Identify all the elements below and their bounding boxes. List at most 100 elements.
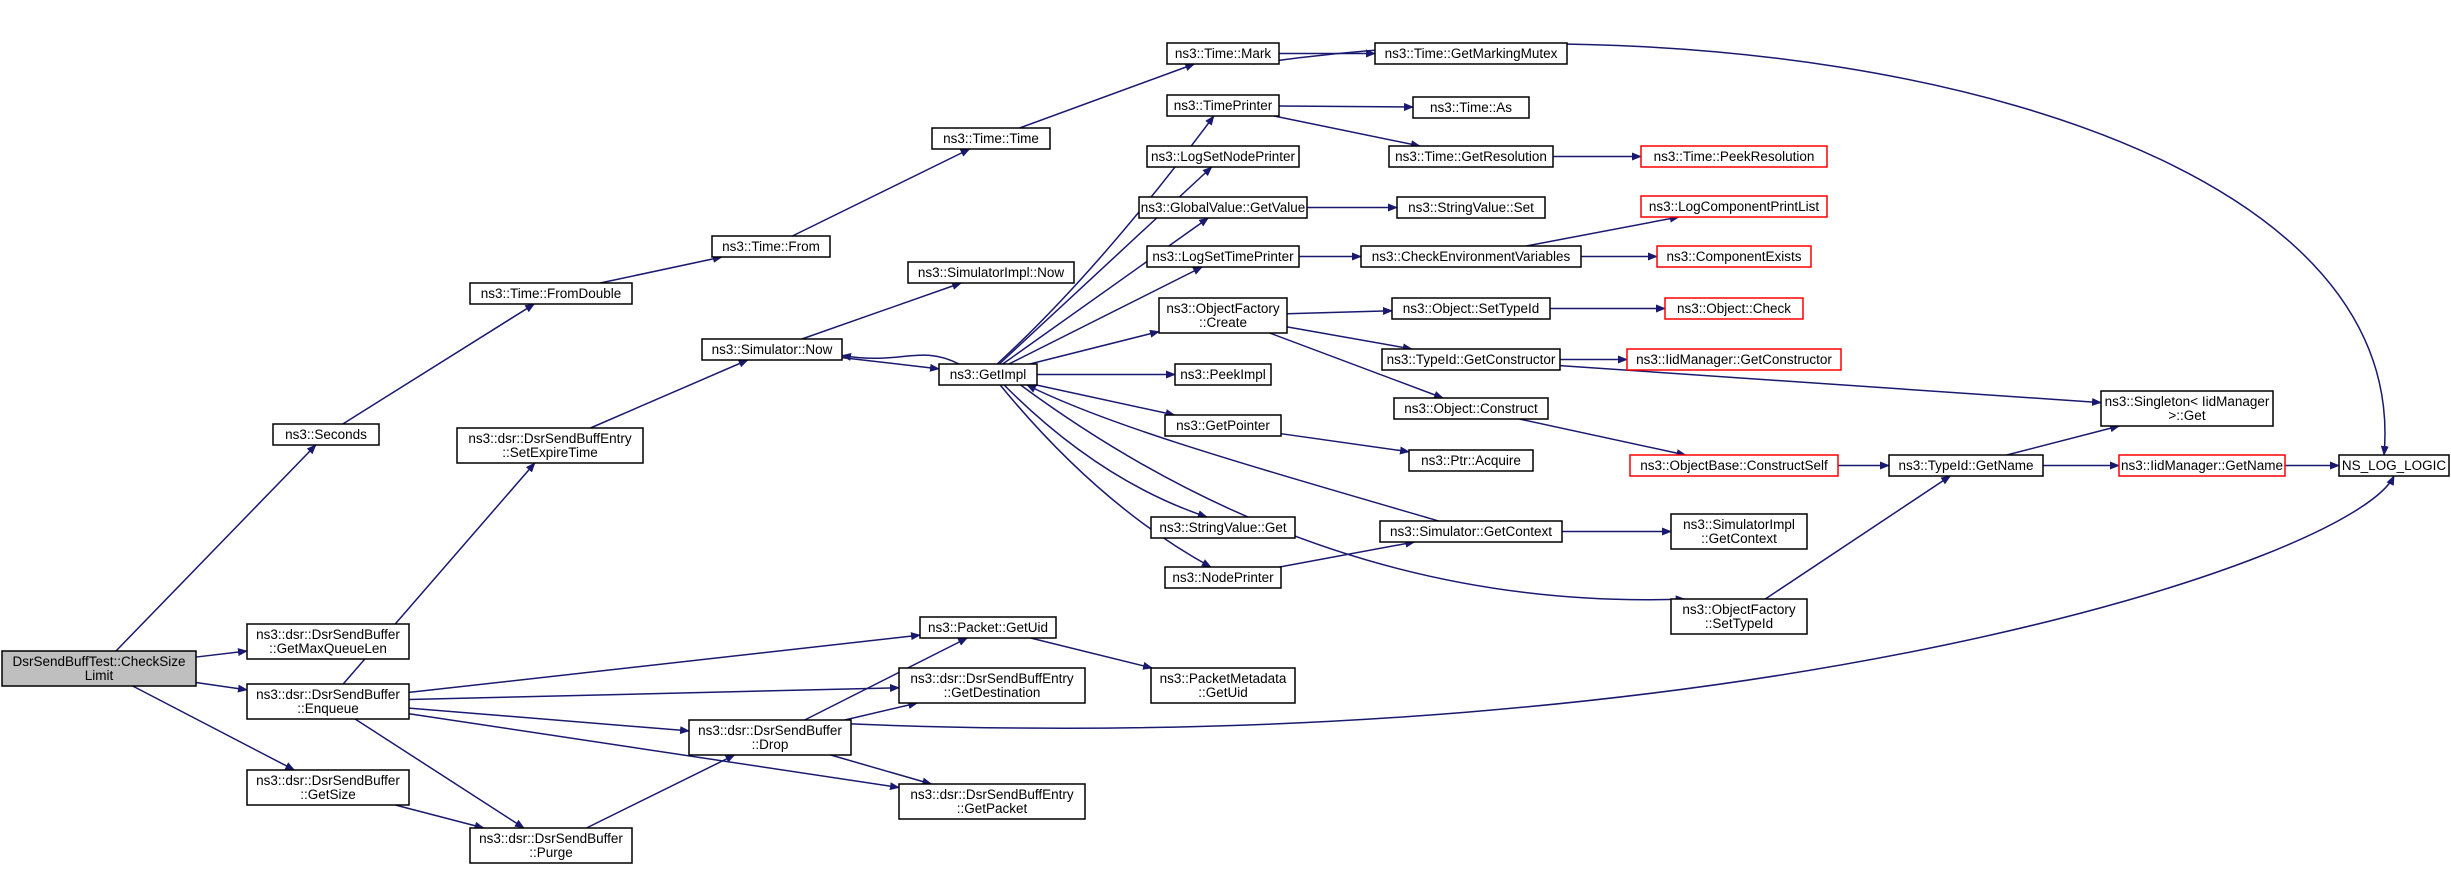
node-label: ns3::Object::SetTypeId [1403,301,1540,316]
node-label: ns3::Ptr::Acquire [1421,453,1521,468]
edge-line [1008,266,1203,365]
node-box [1664,297,1804,320]
edge-objfactorycreate-to-typeidgetctor [1286,326,1413,352]
node-packetgetuid[interactable]: ns3::Packet::GetUid [919,616,1057,639]
edge-line [1269,332,1444,399]
node-box [246,683,410,720]
node-simnow[interactable]: ns3::Simulator::Now [701,338,843,361]
node-timegetres[interactable]: ns3::Time::GetResolution [1388,145,1554,168]
edge-timeprinter-to-timegetres [1273,115,1421,149]
node-label: ns3::ObjectFactory [1682,602,1796,617]
node-label: ns3::GetPointer [1176,418,1270,433]
node-globalvalueget[interactable]: ns3::GlobalValue::GetValue [1138,196,1308,219]
node-objsettypeid[interactable]: ns3::Object::SetTypeId [1391,297,1551,320]
node-label: ns3::Singleton< IidManager [2105,394,2270,409]
node-singletonget[interactable]: ns3::Singleton< IidManager>::Get [2100,390,2274,427]
node-objconstruct[interactable]: ns3::Object::Construct [1393,397,1549,420]
node-objbaseconstructself[interactable]: ns3::ObjectBase::ConstructSelf [1629,454,1839,477]
node-logsettimeprinter[interactable]: ns3::LogSetTimePrinter [1146,245,1300,268]
node-objfactorycreate[interactable]: ns3::ObjectFactory::Create [1158,297,1288,334]
node-label: ns3::GlobalValue::GetValue [1141,200,1306,215]
edge-drop-to-getdestination [844,701,919,721]
node-getmarkingmutex[interactable]: ns3::Time::GetMarkingMutex [1374,42,1568,65]
edge-fromdouble-to-timefrom [599,254,723,284]
node-simimplnow[interactable]: ns3::SimulatorImpl::Now [907,261,1075,284]
node-pktmetagetuid[interactable]: ns3::PacketMetadata::GetUid [1150,667,1296,704]
node-enqueue[interactable]: ns3::dsr::DsrSendBuffer::Enqueue [246,683,410,720]
edge-line [1764,475,1952,600]
node-drop[interactable]: ns3::dsr::DsrSendBuffer::Drop [688,719,852,756]
node-timemark[interactable]: ns3::Time::Mark [1166,42,1280,65]
edge-line [999,384,1212,568]
edge-drop-to-packetgetuid [804,637,969,721]
node-getpointer[interactable]: ns3::GetPointer [1164,414,1282,437]
node-timefrom[interactable]: ns3::Time::From [711,235,831,258]
node-componentexists[interactable]: ns3::ComponentExists [1656,245,1812,268]
node-objfactorysettypeid[interactable]: ns3::ObjectFactory::SetTypeId [1670,598,1808,635]
edge-typeidgetname-to-singletonget [2006,424,2121,456]
edge-drop-to-getpacket [830,754,933,786]
node-peekimpl[interactable]: ns3::PeekImpl [1174,363,1272,386]
edge-line [844,701,919,721]
node-label: ::GetMaxQueueLen [269,641,387,656]
node-label: ns3::PacketMetadata [1160,671,1287,686]
node-box [246,623,410,660]
node-logcompprintlist[interactable]: ns3::LogComponentPrintList [1640,195,1828,218]
node-peekresolution[interactable]: ns3::Time::PeekResolution [1640,145,1828,168]
edge-getimpl-to-objfactorysettypeid [1020,384,1686,604]
edge-line [586,754,736,829]
node-iidmgrgetctor[interactable]: ns3::IidManager::GetConstructor [1626,348,1842,371]
node-timeas[interactable]: ns3::Time::As [1412,96,1530,119]
node-checkenv[interactable]: ns3::CheckEnvironmentVariables [1360,245,1582,268]
node-getmaxqueuelen[interactable]: ns3::dsr::DsrSendBuffer::GetMaxQueueLen [246,623,410,660]
node-box [1656,245,1812,268]
node-label: ns3::Time::FromDouble [481,286,622,301]
node-box [2100,390,2274,427]
node-ptracquire[interactable]: ns3::Ptr::Acquire [1408,449,1534,472]
node-seconds[interactable]: ns3::Seconds [272,423,380,446]
edge-checkenv-to-logcompprintlist [1526,214,1680,247]
edge-objfactorycreate-to-objsettypeid [1286,306,1393,315]
node-timeprinter[interactable]: ns3::TimePrinter [1166,94,1280,117]
node-stringvalueset[interactable]: ns3::StringValue::Set [1396,196,1546,219]
node-getsize[interactable]: ns3::dsr::DsrSendBuffer::GetSize [246,769,410,806]
node-nslogic[interactable]: NS_LOG_LOGIC [2338,454,2450,477]
edge-getimpl-to-logsettimeprinter [1008,266,1203,365]
node-purge[interactable]: ns3::dsr::DsrSendBuffer::Purge [469,827,633,864]
node-label: ns3::IidManager::GetConstructor [1636,352,1832,367]
node-setexpiretime[interactable]: ns3::dsr::DsrSendBuffEntry::SetExpireTim… [456,427,644,464]
node-simgetcontext[interactable]: ns3::Simulator::GetContext [1379,520,1563,543]
node-typeidgetname[interactable]: ns3::TypeId::GetName [1888,454,2044,477]
node-getdestination[interactable]: ns3::dsr::DsrSendBuffEntry::GetDestinati… [898,667,1086,704]
edges-layer [115,43,2395,830]
node-timetime[interactable]: ns3::Time::Time [931,127,1051,150]
node-getimpl[interactable]: ns3::GetImpl [938,363,1038,386]
edge-seconds-to-fromdouble [342,303,536,425]
node-objcheck[interactable]: ns3::Object::Check [1664,297,1804,320]
node-fromdouble[interactable]: ns3::Time::FromDouble [469,282,633,305]
node-simimplgetcontext[interactable]: ns3::SimulatorImpl::GetContext [1670,513,1808,550]
node-box [1158,297,1288,334]
edge-line [841,356,940,372]
node-label: ns3::dsr::DsrSendBuffer [256,627,400,642]
node-typeidgetctor[interactable]: ns3::TypeId::GetConstructor [1381,348,1561,371]
node-label: ::Purge [529,845,573,860]
edge-objfactorycreate-to-objconstruct [1269,332,1444,399]
node-box [1374,42,1568,65]
edge-drop-to-nslogic [850,475,2395,729]
node-box [1670,598,1808,635]
node-label: ns3::Time::Time [943,131,1039,146]
edge-root-to-getmaxqueuelen [195,648,248,658]
node-label: ns3::LogSetTimePrinter [1152,249,1294,264]
edge-root-to-getsize [132,685,296,771]
node-getpacket[interactable]: ns3::dsr::DsrSendBuffEntry::GetPacket [898,783,1086,820]
node-box [1412,96,1530,119]
node-stringvalueget[interactable]: ns3::StringValue::Get [1150,516,1296,539]
node-box [898,783,1086,820]
node-iidmgrgetname[interactable]: ns3::IidManager::GetName [2118,454,2286,477]
node-nodeprinter[interactable]: ns3::NodePrinter [1164,566,1282,589]
edge-line [195,681,248,693]
node-logsetnodeprinter[interactable]: ns3::LogSetNodePrinter [1146,145,1300,168]
